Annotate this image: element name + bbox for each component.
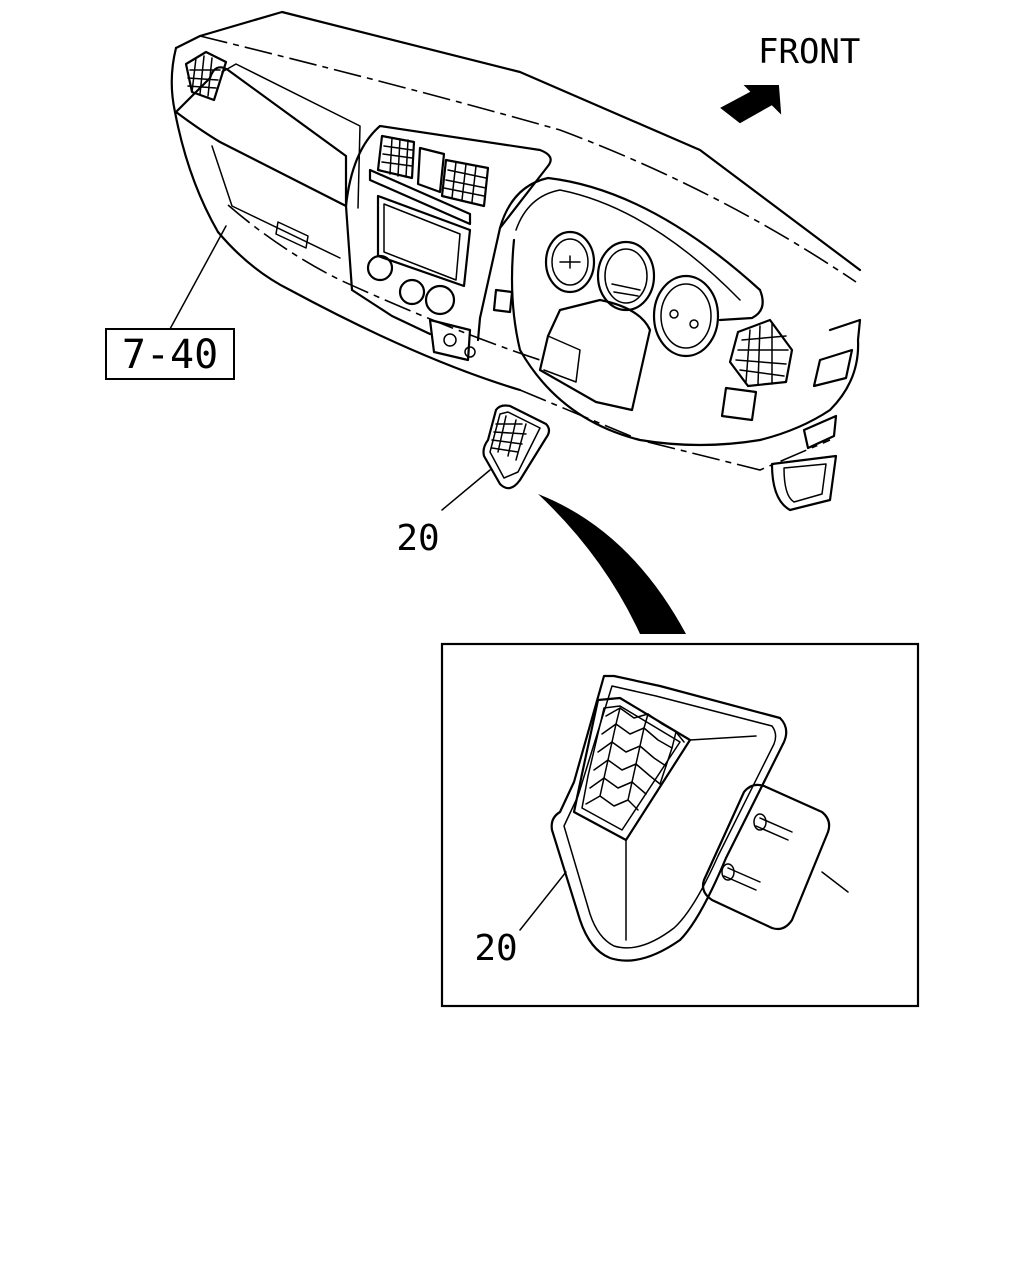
reference-label: 7-40: [122, 332, 218, 378]
gauge-cluster: [544, 230, 720, 358]
front-arrow-icon: [720, 85, 782, 124]
clip-plate: [701, 783, 849, 931]
front-label: FRONT: [758, 32, 860, 72]
vent-grille-part: [482, 404, 551, 490]
callout-leader-20-main: [441, 469, 491, 511]
center-vent-icon: [376, 134, 490, 208]
callout-leader-20-detail: [519, 871, 567, 931]
left-vent-icon: [184, 50, 228, 102]
detail-box: [440, 642, 920, 1008]
callout-20-main: 20: [396, 518, 439, 559]
detail-curve-arrow: [538, 494, 686, 634]
callout-20-detail: 20: [474, 928, 517, 969]
dashboard-illustration: [170, 10, 862, 512]
detail-vent-grille-part: [550, 674, 788, 962]
right-vent-icon: [720, 318, 794, 422]
reference-leader-line: [169, 225, 227, 330]
